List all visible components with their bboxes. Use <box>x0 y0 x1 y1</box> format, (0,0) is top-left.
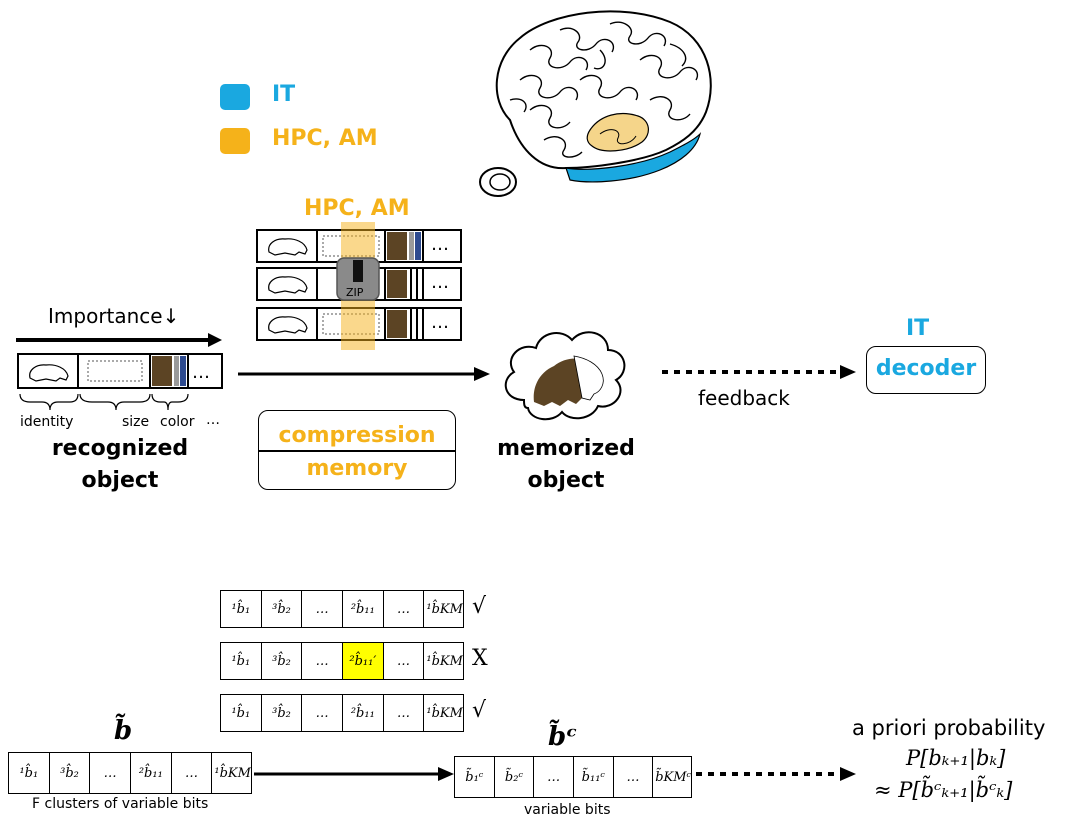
bit-cell: ¹b̂₁ <box>221 591 262 627</box>
recognized-feature-row <box>17 353 223 389</box>
bit-cell: ¹b̂KM <box>426 705 463 721</box>
bit-cell: … <box>302 643 343 679</box>
bit-cell: ³b̂₂ <box>262 591 303 627</box>
memorized-object-label-line1: memorized <box>497 436 635 461</box>
feature-label-more: … <box>206 412 220 428</box>
hpc-am-label: HPC, AM <box>304 196 410 221</box>
legend-label-hpc-am: HPC, AM <box>272 126 378 151</box>
bit-cell: ¹b̂KM <box>426 653 463 669</box>
importance-arrow <box>16 333 222 347</box>
bit-cell: ¹b̂KM <box>214 765 251 781</box>
b-tilde-label: b̃ <box>114 716 133 746</box>
bit-cell: b̃₁₁ᶜ <box>574 757 614 797</box>
feedback-arrow <box>662 365 856 379</box>
bit-cell: ³b̂₂ <box>50 753 91 793</box>
candidate-mark-1: √ <box>472 594 487 619</box>
it-decoder-label: IT <box>906 316 930 341</box>
compression-memory-box <box>258 410 456 490</box>
bit-cell: ¹b̂₁ <box>221 643 262 679</box>
prior-line1: P[bₖ₊₁|bₖ] <box>906 746 1006 770</box>
b-caption: F clusters of variable bits <box>32 796 209 812</box>
feature-label-color: color <box>160 414 195 430</box>
stacked-feature-rows <box>256 222 462 350</box>
bit-cell: … <box>614 757 654 797</box>
bit-cell: … <box>384 643 425 679</box>
feature-label-size: size <box>122 414 150 430</box>
candidate-mark-2: X <box>472 646 488 671</box>
memory-label: memory <box>306 456 408 481</box>
row3-ellipsis: … <box>431 312 449 333</box>
bit-cell: … <box>384 591 425 627</box>
bit-cell: ²b̂₁₁′ <box>343 643 384 679</box>
bit-cell: … <box>384 695 425 731</box>
brain-illustration <box>479 10 712 197</box>
feedback-label: feedback <box>698 386 790 410</box>
row2-ellipsis: … <box>431 272 449 293</box>
candidate-mark-3: √ <box>472 698 487 723</box>
bit-cell: ²b̂₁₁ <box>343 591 384 627</box>
bit-cell: ²b̂₁₁ <box>343 695 384 731</box>
main-arrow <box>238 367 490 381</box>
bit-cell: … <box>302 591 343 627</box>
feature-braces <box>19 393 189 411</box>
decoder-label: decoder <box>875 356 977 381</box>
prior-line2: ≈ P[b̃ᶜₖ₊₁|b̃ᶜₖ] <box>874 778 1013 802</box>
bit-cell: ²b̂₁₁ <box>131 753 172 793</box>
recognized-object-label-line1: recognized <box>51 436 189 461</box>
decoder-box <box>866 346 986 394</box>
bc-tilde-label: b̃ᶜ <box>548 722 578 752</box>
memorized-cloud <box>504 331 626 421</box>
compression-label: compression <box>278 423 436 448</box>
memorized-object-label-line2: object <box>527 468 605 493</box>
zip-label: ZIP <box>346 286 364 299</box>
bit-cell: ¹b̂KM <box>426 601 463 617</box>
recognized-object-label-line2: object <box>81 468 159 493</box>
bit-cell: ¹b̂₁ <box>221 695 262 731</box>
legend-swatch-it <box>220 84 250 110</box>
recognized-row-ellipsis: … <box>192 362 210 383</box>
prior-title: a priori probability <box>852 716 1046 740</box>
prior-arrow <box>696 767 856 781</box>
bit-cell: … <box>90 753 131 793</box>
row1-ellipsis: … <box>431 234 449 255</box>
bit-cell: ¹b̂₁ <box>9 753 50 793</box>
bit-cell: ³b̂₂ <box>262 695 303 731</box>
bottom-arrow <box>254 767 454 781</box>
bit-cell: b̃₁ᶜ <box>455 757 495 797</box>
bit-cell: … <box>302 695 343 731</box>
importance-label: Importance↓ <box>48 304 180 328</box>
bit-cell: b̃KMᶜ <box>655 769 692 785</box>
legend-swatch-hpc-am <box>220 128 250 154</box>
bit-cell: … <box>172 753 213 793</box>
bit-cell: ³b̂₂ <box>262 643 303 679</box>
bit-cell: b̃₂ᶜ <box>495 757 535 797</box>
legend-label-it: IT <box>272 82 296 107</box>
compression-memory-divider <box>259 450 455 452</box>
bit-cell: … <box>534 757 574 797</box>
bc-caption: variable bits <box>524 802 611 818</box>
feature-label-identity: identity <box>20 414 74 430</box>
